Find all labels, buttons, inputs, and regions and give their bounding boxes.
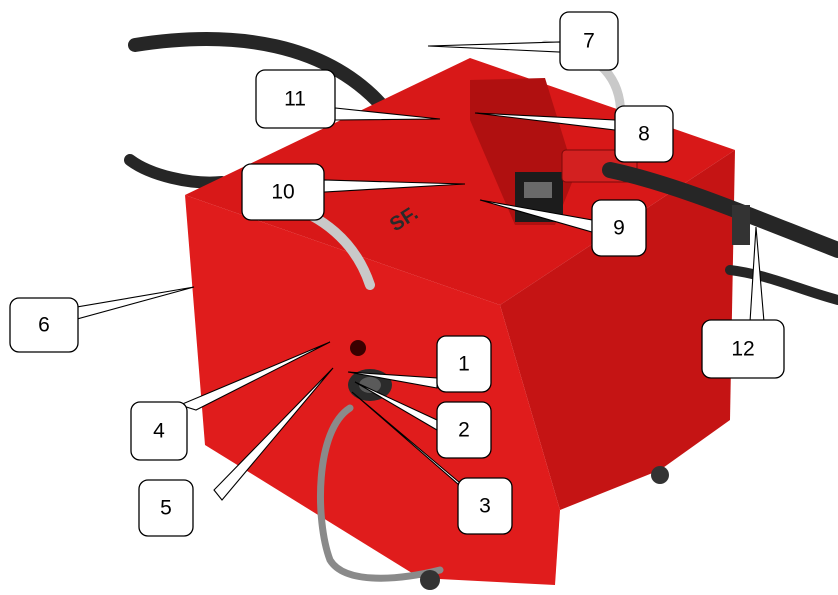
callout-label: 7 — [583, 30, 595, 53]
cable-connector — [732, 205, 750, 245]
leader-7 — [428, 42, 560, 52]
callout-12: 12 — [702, 320, 784, 378]
callout-2: 2 — [437, 402, 491, 458]
callout-label: 11 — [284, 88, 306, 111]
callout-label: 6 — [38, 314, 50, 337]
castor-front — [420, 570, 440, 590]
callout-8: 8 — [615, 106, 673, 162]
callout-3: 3 — [458, 478, 512, 534]
castor-right — [651, 466, 669, 484]
callout-1: 1 — [437, 336, 491, 392]
callout-5: 5 — [139, 480, 193, 536]
callout-label: 3 — [479, 495, 491, 518]
callout-label: 8 — [638, 123, 650, 146]
callout-label: 2 — [458, 419, 470, 442]
callout-4: 4 — [131, 402, 187, 460]
callout-9: 9 — [592, 200, 646, 256]
callout-label: 9 — [613, 217, 625, 240]
callout-label: 4 — [153, 420, 165, 443]
front-indicator — [350, 340, 366, 356]
callout-10: 10 — [242, 164, 324, 220]
callout-7: 7 — [560, 12, 618, 70]
callout-label: 12 — [731, 338, 754, 361]
callout-11: 11 — [256, 70, 335, 128]
callout-label: 1 — [458, 353, 470, 376]
display-window — [524, 182, 552, 198]
callout-label: 10 — [271, 181, 294, 204]
callout-6: 6 — [10, 298, 78, 352]
leader-6 — [77, 287, 194, 319]
callout-label: 5 — [160, 497, 172, 520]
